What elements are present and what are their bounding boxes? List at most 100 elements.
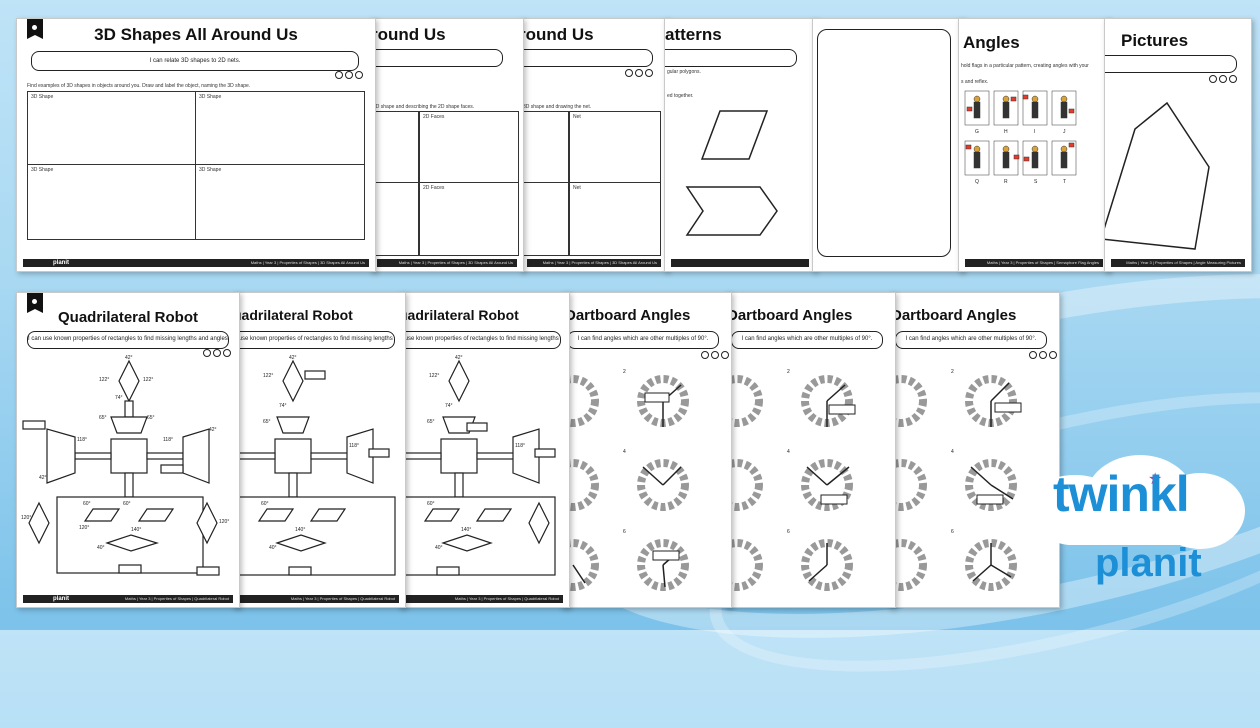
angle-label: 120°: [21, 515, 31, 521]
sheet-title: atterns: [665, 25, 722, 44]
pentagon-shape: [1105, 101, 1210, 250]
flag-letter: J: [1063, 129, 1066, 135]
sheet-footer: planit Maths | Year 3 | Properties of Sh…: [23, 595, 233, 603]
cell-3d-shape: [371, 182, 419, 256]
angles-text: hold flags in a particular pattern, crea…: [961, 63, 1089, 69]
worksheet-patterns: atterns gular polygons. ed together.: [664, 18, 816, 272]
brand-label: planit: [53, 260, 69, 266]
pattern-text: gular polygons.: [667, 69, 701, 75]
learning-objective: [371, 49, 503, 67]
progress-dots: [1209, 75, 1237, 83]
instruction-text: 3D shape and describing the 2D shape fac…: [373, 104, 475, 110]
angle-label: 118°: [515, 443, 525, 449]
bookmark-icon: [27, 293, 43, 313]
parallelogram-shape: [685, 110, 778, 236]
angle-label: 120°: [79, 525, 89, 531]
angle-label: 65°: [427, 419, 435, 425]
flag-letter: T: [1063, 179, 1066, 185]
angle-label: 122°: [99, 377, 109, 383]
worksheet-3d-shapes-2: round Us 3D shape and describing the 2D …: [370, 18, 524, 272]
sheet-title: Pictures: [1121, 31, 1189, 50]
learning-objective: I can use known properties of rectangles…: [399, 331, 561, 349]
question-number: 6: [623, 529, 626, 535]
flag-letter: S: [1034, 179, 1038, 185]
learning-objective: I can find angles which are other multip…: [895, 331, 1047, 349]
question-number: 6: [951, 529, 954, 535]
footer-text: Maths | Year 3 | Properties of Shapes | …: [250, 260, 365, 265]
logo-twinkl: twinkl: [1053, 466, 1190, 522]
question-number: 4: [951, 449, 954, 455]
angle-label: 42°: [455, 355, 463, 361]
angle-label: 118°: [77, 437, 87, 443]
cell-net: Net: [569, 111, 661, 183]
dartboard-diagrams: 2 4 6: [889, 369, 1022, 591]
progress-dots: [1029, 351, 1057, 359]
sheet-footer: Maths | Year 3 | Properties of Shapes | …: [405, 595, 563, 603]
angle-label: 122°: [263, 373, 273, 379]
dartboard-diagrams: 2 4 6: [561, 369, 689, 591]
cell-3d-shape: [521, 111, 569, 183]
sheet-footer: [671, 259, 809, 267]
progress-dots: [701, 351, 729, 359]
sheet-footer: Maths | Year 3 | Properties of Shapes | …: [965, 259, 1103, 267]
worksheet-angles: Angles hold flags in a particular patter…: [958, 18, 1110, 272]
sheet-footer: Maths | Year 3 | Properties of Shapes | …: [1111, 259, 1245, 267]
worksheet-3d-shapes-1: 3D Shapes All Around Us I can relate 3D …: [16, 18, 376, 272]
sheet-title: Quadrilateral Robot: [57, 309, 199, 326]
angle-label: 42°: [209, 427, 217, 433]
sheet-footer: Maths | Year 3 | Properties of Shapes | …: [239, 595, 399, 603]
sheet-footer: Maths | Year 3 | Properties of Shapes | …: [377, 259, 517, 267]
star-icon: ★: [1148, 471, 1163, 488]
angle-label: 120°: [219, 519, 229, 525]
cell-3d-shape: [371, 111, 419, 183]
sheet-title: 3D Shapes All Around Us: [94, 25, 298, 44]
sheet-title: Dartboard Angles: [727, 307, 853, 324]
angle-label: 74°: [115, 395, 123, 401]
angle-label: 122°: [143, 377, 153, 383]
cell-3d-shape: 3D Shape: [27, 164, 196, 240]
question-number: 2: [951, 369, 954, 375]
angle-label: 140°: [295, 527, 305, 533]
question-number: 6: [787, 529, 790, 535]
worksheet-dartboard-2: Dartboard Angles I can find angles which…: [724, 292, 896, 608]
learning-objective: I can find angles which are other multip…: [731, 331, 883, 349]
learning-objective: I can find angles which are other multip…: [567, 331, 719, 349]
twinkl-planit-logo: ★ twinkl planit: [1015, 455, 1255, 605]
flag-letter: I: [1034, 129, 1035, 135]
learning-objective: I can use known properties of rectangles…: [27, 331, 229, 349]
angle-label: 140°: [461, 527, 471, 533]
progress-dots: [335, 71, 363, 79]
cell-3d-shape: 3D Shape: [27, 91, 196, 165]
question-number: 4: [623, 449, 626, 455]
sheet-title: uadrilateral Robot: [399, 307, 519, 323]
cell-3d-shape: [521, 182, 569, 256]
bookmark-icon: [27, 19, 43, 39]
angle-label: 65°: [147, 415, 155, 421]
robot-diagram: 42° 122° 74° 65° 118° 60° 140° 40°: [399, 355, 556, 576]
angle-label: 74°: [445, 403, 453, 409]
robot-diagram: 42° 122° 74° 65° 118° 60° 140° 40°: [233, 355, 396, 576]
sheet-title: Angles: [963, 33, 1020, 52]
learning-objective: [665, 49, 797, 67]
angle-label: 65°: [263, 419, 271, 425]
instruction-text: 3D shape and drawing the net.: [523, 104, 592, 110]
angle-label: 42°: [125, 355, 133, 361]
sheet-title: uadrilateral Robot: [233, 307, 353, 323]
worksheet-3d-shapes-3: round Us 3D shape and drawing the net. N…: [520, 18, 668, 272]
sheet-footer: planit Maths | Year 3 | Properties of Sh…: [23, 259, 369, 267]
angle-label: 42°: [39, 475, 47, 481]
cell-3d-shape: 3D Shape: [195, 164, 365, 240]
angle-label: 74°: [279, 403, 287, 409]
angle-label: 60°: [427, 501, 435, 507]
angles-text: s and reflex.: [961, 79, 989, 85]
angle-label: 60°: [83, 501, 91, 507]
instruction-text: Find examples of 3D shapes in objects ar…: [27, 83, 251, 89]
learning-objective: [521, 49, 653, 67]
angle-label: 40°: [435, 545, 443, 551]
brand-label: planit: [53, 596, 69, 602]
angle-label: 40°: [97, 545, 105, 551]
cell-2d-faces: 2D Faces: [419, 182, 519, 256]
worksheet-robot-3: uadrilateral Robot I can use known prope…: [398, 292, 570, 608]
worksheet-robot-2: uadrilateral Robot I can use known prope…: [232, 292, 406, 608]
sheet-title: round Us: [371, 25, 446, 44]
